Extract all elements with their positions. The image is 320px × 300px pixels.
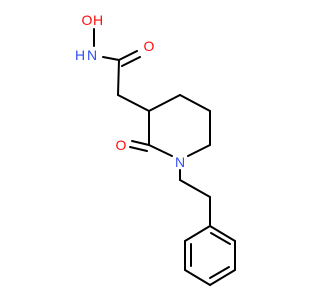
bond-carbonyl-o-2 [121, 56, 141, 67]
bond-phenyl-inner-2 [209, 266, 230, 279]
bond-phenyl-4 [184, 269, 211, 286]
molecule-structure: O H H N O O N [0, 0, 300, 300]
atom-h-amide: H [75, 47, 85, 63]
bond-phenyl-1 [209, 225, 236, 242]
atom-h-hydroxyl: H [93, 12, 103, 28]
bond-n-carbonyl [102, 56, 120, 61]
bond-carbonyl-o-1 [118, 50, 138, 61]
bond-phenyl-6 [184, 225, 211, 242]
bond-carbonyl-ch2 [117, 59, 120, 96]
bonds [93, 28, 236, 286]
atom-o-amide: O [144, 38, 155, 54]
atom-o-hydroxyl: O [82, 12, 93, 28]
bond-ring-c6-n [187, 144, 211, 157]
atom-n-ring: N [175, 154, 185, 170]
atom-o-lactam: O [116, 137, 127, 153]
bond-ring-n-c2 [148, 144, 173, 157]
bond-ch2-ring [117, 94, 150, 112]
atom-labels: O H H N O O N [75, 12, 185, 170]
atom-n-amide: N [87, 47, 97, 63]
bond-ring-c3-c4 [148, 94, 181, 112]
bond-lactam-o-1 [131, 140, 150, 146]
bond-lactam-o-2 [129, 146, 148, 152]
bond-phenyl-3 [209, 269, 236, 286]
canvas-background [0, 0, 300, 300]
bond-ethyl [179, 179, 211, 198]
bond-phenyl-inner-1 [210, 232, 231, 245]
bond-ring-c4-c5 [179, 94, 211, 112]
